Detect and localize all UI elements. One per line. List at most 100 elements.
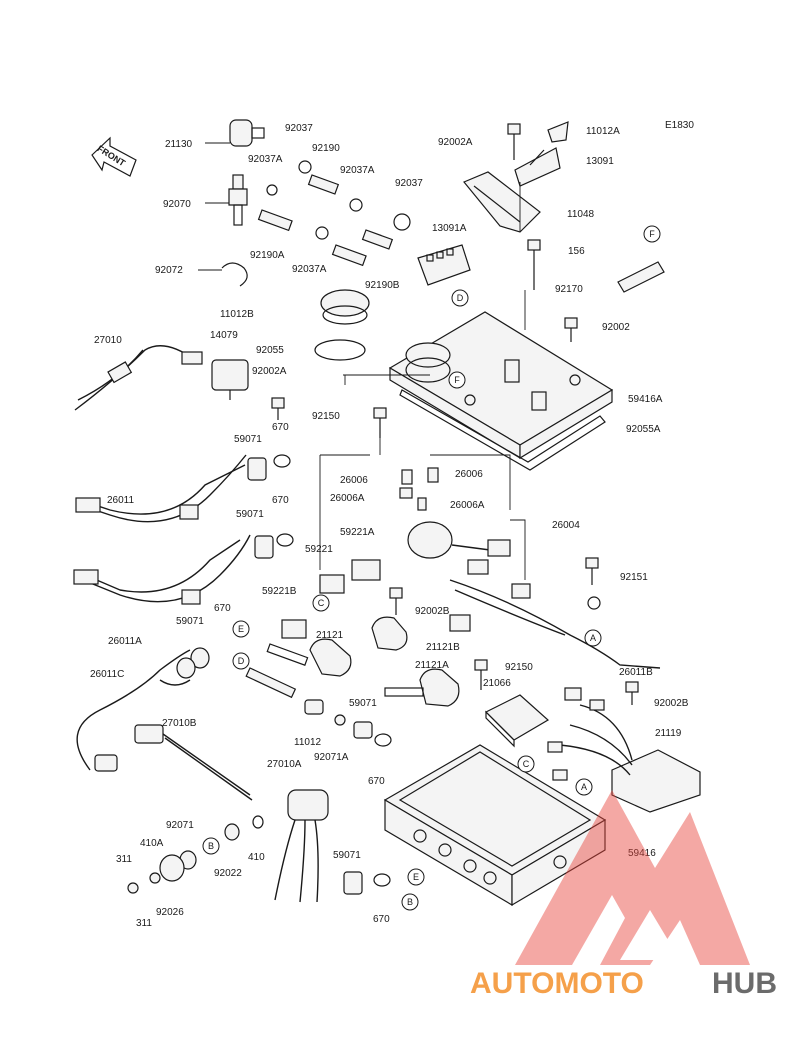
part-label: 92002 — [602, 322, 630, 333]
grommet-59071-d — [343, 871, 391, 895]
part-label: 13091A — [432, 223, 467, 234]
box-case-59416 — [383, 744, 607, 907]
part-label: 410 — [248, 852, 265, 863]
part-label: 670 — [214, 603, 231, 614]
part-label: 92071A — [314, 752, 349, 763]
part-label: 11048 — [567, 209, 595, 220]
part-label: 26006 — [455, 469, 483, 480]
part-label: 14079 — [210, 330, 238, 341]
coil-21121b — [371, 616, 408, 651]
part-label: 59221 — [305, 544, 333, 555]
bolt-156 — [527, 239, 541, 290]
connectors-26006 — [399, 467, 439, 511]
part-label: 92037A — [248, 154, 283, 165]
part-label: 26011C — [90, 669, 124, 680]
part-label: 11012B — [220, 309, 254, 320]
part-label: 59071 — [333, 850, 361, 861]
grommets-left — [176, 647, 210, 679]
part-label: 27010B — [162, 718, 197, 729]
watermark-logo — [515, 790, 750, 965]
part-label: 92002A — [438, 137, 473, 148]
tag-92170 — [617, 261, 665, 293]
regulator-21066 — [484, 694, 550, 748]
bracket-11048 — [463, 171, 541, 233]
part-label: 92170 — [555, 284, 583, 295]
callouts: D F C E D A C A B E B — [202, 289, 602, 911]
connectors-59221 — [281, 559, 381, 639]
part-label: 410A — [140, 838, 164, 849]
part-label: 670 — [368, 776, 385, 787]
relay-fitting-21130 — [205, 119, 265, 147]
nut-92071a — [334, 714, 346, 726]
part-label: 92026 — [156, 907, 184, 918]
part-label: 92190A — [250, 250, 285, 261]
part-label: 92150 — [312, 411, 340, 422]
part-label: 670 — [373, 914, 390, 925]
sensor-harness-27010 — [74, 345, 203, 411]
o-ring-92055 — [314, 339, 366, 361]
part-label: 92070 — [163, 199, 191, 210]
reference-lines — [319, 182, 526, 580]
part-label: 92002A — [252, 366, 287, 377]
part-label: 59416 — [628, 848, 656, 859]
gasket-92055a — [399, 389, 606, 471]
bolt-92150-mid — [474, 659, 488, 690]
callout-letter: A — [581, 782, 587, 792]
callout-letter: D — [457, 293, 464, 303]
callout-letter: F — [454, 375, 460, 385]
part-label: 311 — [136, 918, 152, 929]
part-label: 59221A — [340, 527, 375, 538]
part-label: 92190 — [312, 143, 340, 154]
part-label: 92002B — [654, 698, 689, 709]
box-cover-59416a — [388, 311, 614, 460]
bolt-92002b-mid — [389, 587, 403, 615]
cdi-unit-21119 — [547, 699, 701, 813]
bolt-92151 — [585, 557, 601, 610]
part-label: 26006A — [450, 500, 485, 511]
bolt-92002a-lower — [271, 397, 285, 420]
callout-letter: F — [649, 229, 655, 239]
cap-11012b — [320, 289, 370, 325]
callout-letter: D — [238, 656, 245, 666]
front-arrow-icon: FRONT — [91, 136, 137, 177]
part-label: 26004 — [552, 520, 580, 531]
part-label: 92071 — [166, 820, 194, 831]
part-label: 156 — [568, 246, 585, 257]
callout-letter: C — [318, 598, 325, 608]
part-label: 92055A — [626, 424, 661, 435]
part-label: 59416A — [628, 394, 663, 405]
part-label: 59071 — [176, 616, 204, 627]
labels: 21130 92037 92190 92037A 92037A 92037 92… — [90, 123, 689, 929]
part-label: 21121A — [415, 660, 449, 671]
part-label: 92037A — [340, 165, 375, 176]
spark-plug-92070 — [205, 174, 248, 226]
part-label: 92151 — [620, 572, 648, 583]
part-label: 11012A — [586, 126, 620, 137]
washers-92071 — [127, 815, 264, 894]
bolt-92002a — [507, 123, 521, 160]
part-label: 26011B — [619, 667, 653, 678]
part-label: 21066 — [483, 678, 511, 689]
bolt-92002 — [564, 317, 578, 342]
part-label: 27010A — [267, 759, 302, 770]
part-label: 59071 — [234, 434, 262, 445]
sensor-27010a — [274, 789, 329, 903]
part-label: 670 — [272, 422, 289, 433]
connector-13091a — [417, 244, 471, 286]
part-label: 92037 — [285, 123, 313, 134]
part-label: 21121 — [316, 630, 344, 641]
part-label: 92150 — [505, 662, 533, 673]
callout-letter: B — [407, 897, 413, 907]
part-label: 59071 — [236, 509, 264, 520]
relay-14079 — [211, 359, 249, 400]
harness-26011 — [75, 454, 247, 523]
harness-26004 — [407, 521, 661, 701]
grommet-59071-a — [247, 454, 291, 481]
grommet-59071-b — [254, 533, 294, 559]
callout-f-top — [643, 225, 661, 243]
part-label: 92002B — [415, 606, 450, 617]
bracket-13091 — [514, 147, 561, 187]
callout-letter: C — [523, 759, 530, 769]
part-label: 11012 — [294, 737, 322, 748]
hoses-92190 — [257, 160, 411, 267]
